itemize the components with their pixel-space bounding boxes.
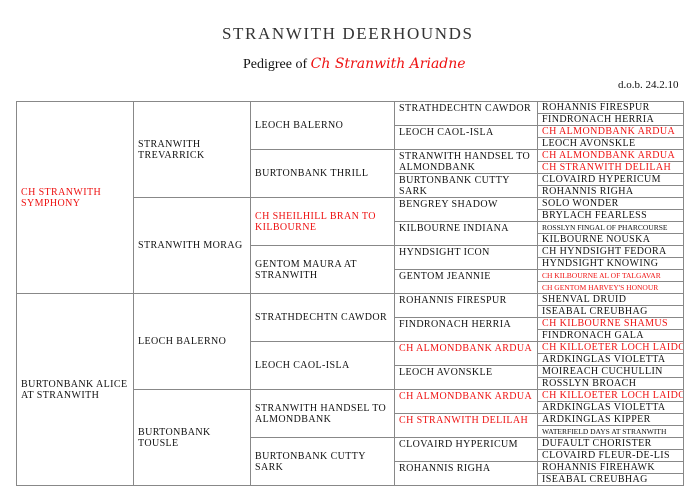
ancestor-gen5: CH KILLOETER LOCH LAIDON (537, 389, 684, 402)
ancestor-gen2: STRANWITH TREVARRICK (133, 101, 251, 198)
ancestor-gen4: FINDRONACH HERRIA (394, 317, 538, 342)
ancestor-gen3: STRANWITH HANDSEL TO ALMONDBANK (250, 389, 395, 438)
ancestor-gen4: LEOCH CAOL-ISLA (394, 125, 538, 150)
ancestor-gen5: ARDKINGLAS KIPPER (537, 413, 684, 426)
ancestor-gen5: SHENVAL DRUID (537, 293, 684, 306)
ancestor-gen5: CH HYNDSIGHT FEDORA (537, 245, 684, 258)
ancestor-gen5: ARDKINGLAS VIOLETTA (537, 401, 684, 414)
ancestor-gen4: CH ALMONDBANK ARDUA (394, 341, 538, 366)
pedigree-heading: Pedigree of Ch Stranwith Ariadne (243, 56, 466, 73)
ancestor-gen4: LEOCH AVONSKLE (394, 365, 538, 390)
ancestor-gen5: HYNDSIGHT KNOWING (537, 257, 684, 270)
ancestor-gen3: LEOCH BALERNO (250, 101, 395, 150)
ancestor-gen5: MOIREACH CUCHULLIN (537, 365, 684, 378)
ancestor-gen5: CLOVAIRD FLEUR-DE-LIS (537, 449, 684, 462)
ancestor-gen5: ISEABAL CREUBHAG (537, 473, 684, 486)
ancestor-gen5: CLOVAIRD HYPERICUM (537, 173, 684, 186)
ancestor-gen3: GENTOM MAURA AT STRANWITH (250, 245, 395, 294)
ancestor-gen4: GENTOM JEANNIE (394, 269, 538, 294)
ancestor-gen3: LEOCH CAOL-ISLA (250, 341, 395, 390)
ancestor-gen5: ROHANNIS RIGHA (537, 185, 684, 198)
ancestor-gen2: LEOCH BALERNO (133, 293, 251, 390)
ancestor-gen3: BURTONBANK THRILL (250, 149, 395, 198)
dog-name: Ch Stranwith Ariadne (310, 56, 466, 72)
ancestor-gen5: FINDRONACH GALA (537, 329, 684, 342)
ancestor-gen4: BURTONBANK CUTTY SARK (394, 173, 538, 198)
ancestor-gen4: ROHANNIS FIRESPUR (394, 293, 538, 318)
ancestor-gen3: STRATHDECHTN CAWDOR (250, 293, 395, 342)
ancestor-gen5: DUFAULT CHORISTER (537, 437, 684, 450)
ancestor-gen2: BURTONBANK TOUSLE (133, 389, 251, 486)
ancestor-gen5: CH KILBOURNE AL OF TALGAVAR (537, 269, 684, 282)
ancestor-gen1: BURTONBANK ALICE AT STRANWITH (16, 293, 134, 486)
ancestor-gen5: CH KILLOETER LOCH LAIDON (537, 341, 684, 354)
ancestor-gen4: STRATHDECHTN CAWDOR (394, 101, 538, 126)
ancestor-gen5: WATERFIELD DAYS AT STRANWITH (537, 425, 684, 438)
ancestor-gen5: CH ALMONDBANK ARDUA (537, 149, 684, 162)
kennel-title: STRANWITH DEERHOUNDS (222, 24, 474, 43)
ancestor-gen5: CH KILBOURNE SHAMUS (537, 317, 684, 330)
ancestor-gen5: FINDRONACH HERRIA (537, 113, 684, 126)
ancestor-gen5: ISEABAL CREUBHAG (537, 305, 684, 318)
ancestor-gen5: LEOCH AVONSKLE (537, 137, 684, 150)
ancestor-gen4: CLOVAIRD HYPERICUM (394, 437, 538, 462)
date-of-birth: d.o.b. 24.2.10 (618, 79, 679, 91)
ancestor-gen5: CH ALMONDBANK ARDUA (537, 125, 684, 138)
ancestor-gen4: BENGREY SHADOW (394, 197, 538, 222)
ancestor-gen5: BRYLACH FEARLESS (537, 209, 684, 222)
ancestor-gen5: CH GENTOM HARVEY'S HONOUR (537, 281, 684, 294)
ancestor-gen5: ROSSLYN BROACH (537, 377, 684, 390)
ancestor-gen4: CH STRANWITH DELILAH (394, 413, 538, 438)
ancestor-gen4: HYNDSIGHT ICON (394, 245, 538, 270)
ancestor-gen3: CH SHEILHILL BRAN TO KILBOURNE (250, 197, 395, 246)
ancestor-gen2: STRANWITH MORAG (133, 197, 251, 294)
ancestor-gen4: STRANWITH HANDSEL TO ALMONDBANK (394, 149, 538, 174)
ancestor-gen5: ROSSLYN FINGAL OF PHARCOURSE (537, 221, 684, 234)
ancestor-gen1: CH STRANWITH SYMPHONY (16, 101, 134, 294)
ancestor-gen4: KILBOURNE INDIANA (394, 221, 538, 246)
ancestor-gen4: ROHANNIS RIGHA (394, 461, 538, 486)
ancestor-gen5: CH STRANWITH DELILAH (537, 161, 684, 174)
ancestor-gen5: KILBOURNE NOUSKA (537, 233, 684, 246)
pedigree-prefix: Pedigree of (243, 57, 308, 72)
ancestor-gen5: ROHANNIS FIREHAWK (537, 461, 684, 474)
pedigree-row: ISEABAL CREUBHAG (17, 473, 684, 486)
ancestor-gen3: BURTONBANK CUTTY SARK (250, 437, 395, 486)
ancestor-gen5: SOLO WONDER (537, 197, 684, 210)
ancestor-gen5: ROHANNIS FIRESPUR (537, 101, 684, 114)
ancestor-gen5: ARDKINGLAS VIOLETTA (537, 353, 684, 366)
ancestor-gen4: CH ALMONDBANK ARDUA (394, 389, 538, 414)
